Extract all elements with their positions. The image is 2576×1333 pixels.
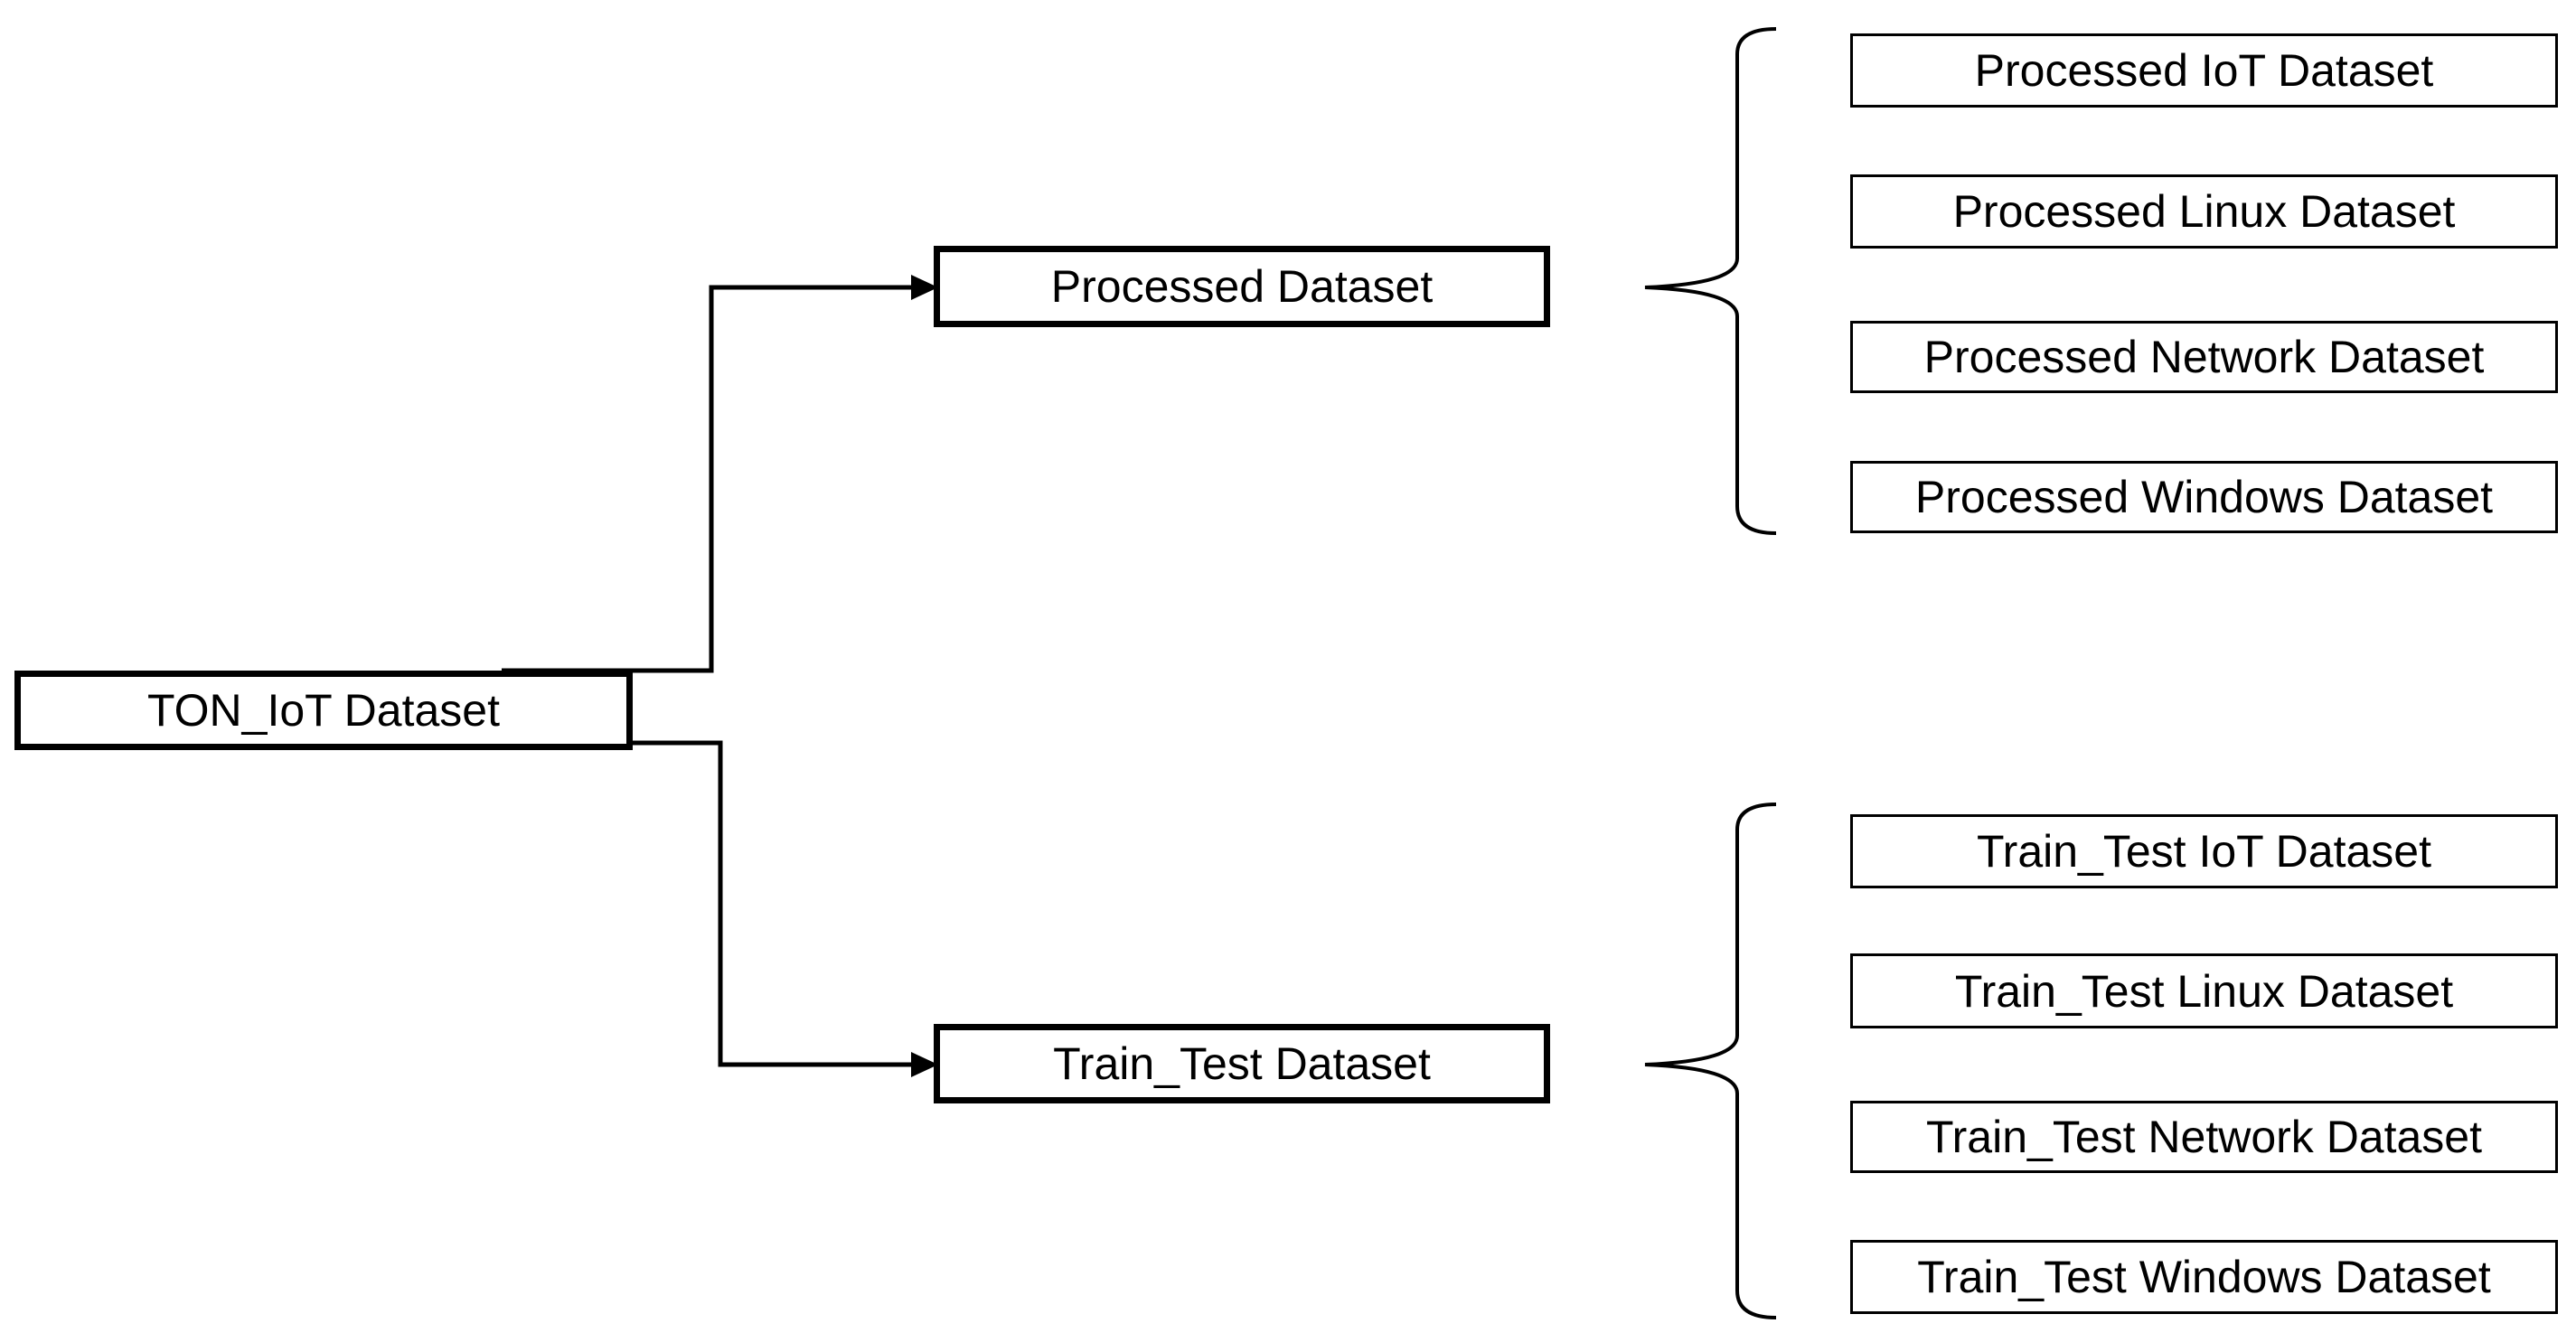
leaf-node-label: Train_Test Linux Dataset (1954, 965, 2454, 1017)
leaf-node: Processed Network Dataset (1850, 321, 2558, 393)
leaf-node-label: Processed Network Dataset (1923, 332, 2485, 382)
branch-node-train-test: Train_Test Dataset (934, 1024, 1550, 1103)
leaf-node: Train_Test Network Dataset (1850, 1101, 2558, 1173)
leaf-node-label: Processed Windows Dataset (1914, 472, 2494, 522)
leaf-node: Processed IoT Dataset (1850, 33, 2558, 108)
leaf-node-label: Train_Test Network Dataset (1925, 1112, 2483, 1162)
branch-node-label: Train_Test Dataset (1053, 1038, 1431, 1089)
leaf-node-label: Processed IoT Dataset (1974, 45, 2434, 96)
brace-processed (1644, 27, 1777, 535)
arrowhead-train-test (911, 1052, 938, 1077)
leaf-node: Train_Test IoT Dataset (1850, 814, 2558, 888)
leaf-node-label: Processed Linux Dataset (1952, 186, 2456, 237)
root-node: TON_IoT Dataset (14, 671, 633, 750)
connector-root-to-train-test (502, 740, 911, 1067)
brace-train-test (1644, 803, 1777, 1319)
leaf-node: Processed Windows Dataset (1850, 461, 2558, 533)
arrowhead-processed (911, 275, 938, 300)
connector-root-to-processed (502, 285, 911, 673)
root-node-label: TON_IoT Dataset (147, 685, 500, 736)
branch-node-label: Processed Dataset (1050, 261, 1434, 312)
leaf-node: Train_Test Windows Dataset (1850, 1240, 2558, 1314)
leaf-node: Train_Test Linux Dataset (1850, 953, 2558, 1028)
leaf-node-label: Train_Test Windows Dataset (1917, 1252, 2491, 1302)
leaf-node-label: Train_Test IoT Dataset (1976, 826, 2431, 877)
leaf-node: Processed Linux Dataset (1850, 174, 2558, 249)
branch-node-processed: Processed Dataset (934, 246, 1550, 327)
